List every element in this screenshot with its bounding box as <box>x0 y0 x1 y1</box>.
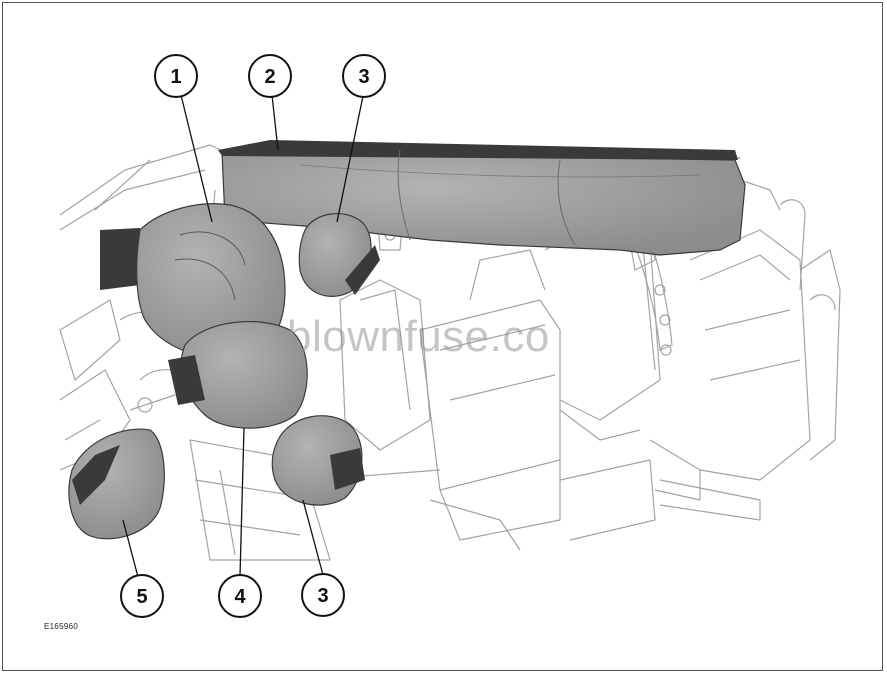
side-airbag-lower <box>271 415 365 506</box>
callout-label: 5 <box>136 586 147 608</box>
rear-side-airbag <box>68 428 165 540</box>
callout-label: 1 <box>170 66 181 88</box>
callout-label: 4 <box>234 586 246 608</box>
leader-lines <box>122 94 364 578</box>
figure-id: E165960 <box>44 622 79 631</box>
callout-3-upper: 3 <box>342 54 386 98</box>
callout-4: 4 <box>218 574 262 618</box>
driver-airbag <box>100 203 286 359</box>
knee-airbag <box>168 320 308 429</box>
callout-5: 5 <box>120 574 164 618</box>
callout-label: 3 <box>317 585 328 607</box>
watermark: blownfuse.co <box>287 312 550 361</box>
callout-label: 2 <box>264 66 275 88</box>
side-airbag-upper <box>298 213 380 297</box>
curtain-airbag <box>218 140 746 256</box>
callout-1: 1 <box>154 54 198 98</box>
callout-3-lower: 3 <box>301 573 345 617</box>
callout-2: 2 <box>248 54 292 98</box>
callout-label: 3 <box>358 66 369 88</box>
